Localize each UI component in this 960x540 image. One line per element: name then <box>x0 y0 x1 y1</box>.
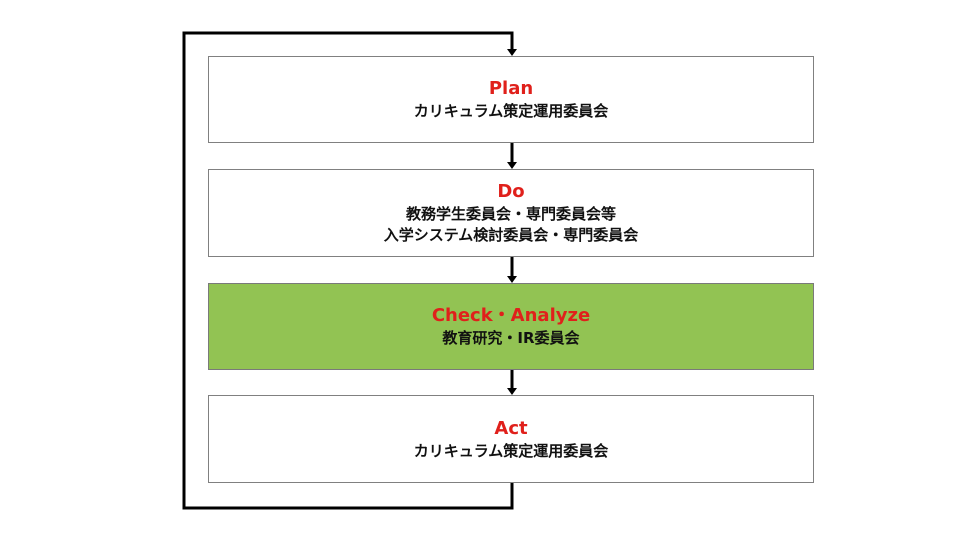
feedback-loop-arrowhead <box>507 49 517 56</box>
do-title: Do <box>497 181 525 202</box>
do-committee-line-1: 教務学生委員会・専門委員会等 <box>405 205 616 223</box>
plan-title: Plan <box>488 78 534 99</box>
act-committee: カリキュラム策定運用委員会 <box>413 441 609 460</box>
check-analyze-stage-box: Check・Analyze 教育研究・IR委員会 <box>208 283 814 370</box>
do-committee-line-2: 入学システム検討委員会・専門委員会 <box>383 226 639 244</box>
act-stage-box: Act カリキュラム策定運用委員会 <box>208 395 814 483</box>
plan-committee: カリキュラム策定運用委員会 <box>413 102 609 120</box>
do-stage-box: Do 教務学生委員会・専門委員会等 入学システム検討委員会・専門委員会 <box>208 169 814 257</box>
arrow-do-to-check-head <box>507 276 517 283</box>
check-analyze-committee: 教育研究・IR委員会 <box>442 329 580 347</box>
arrow-plan-to-do-head <box>507 162 517 169</box>
act-title: Act <box>494 417 528 439</box>
feedback-loop-line <box>182 31 514 510</box>
check-analyze-title: Check・Analyze <box>431 305 591 326</box>
arrow-check-to-act-head <box>507 388 517 395</box>
plan-stage-box: Plan カリキュラム策定運用委員会 <box>208 56 814 143</box>
